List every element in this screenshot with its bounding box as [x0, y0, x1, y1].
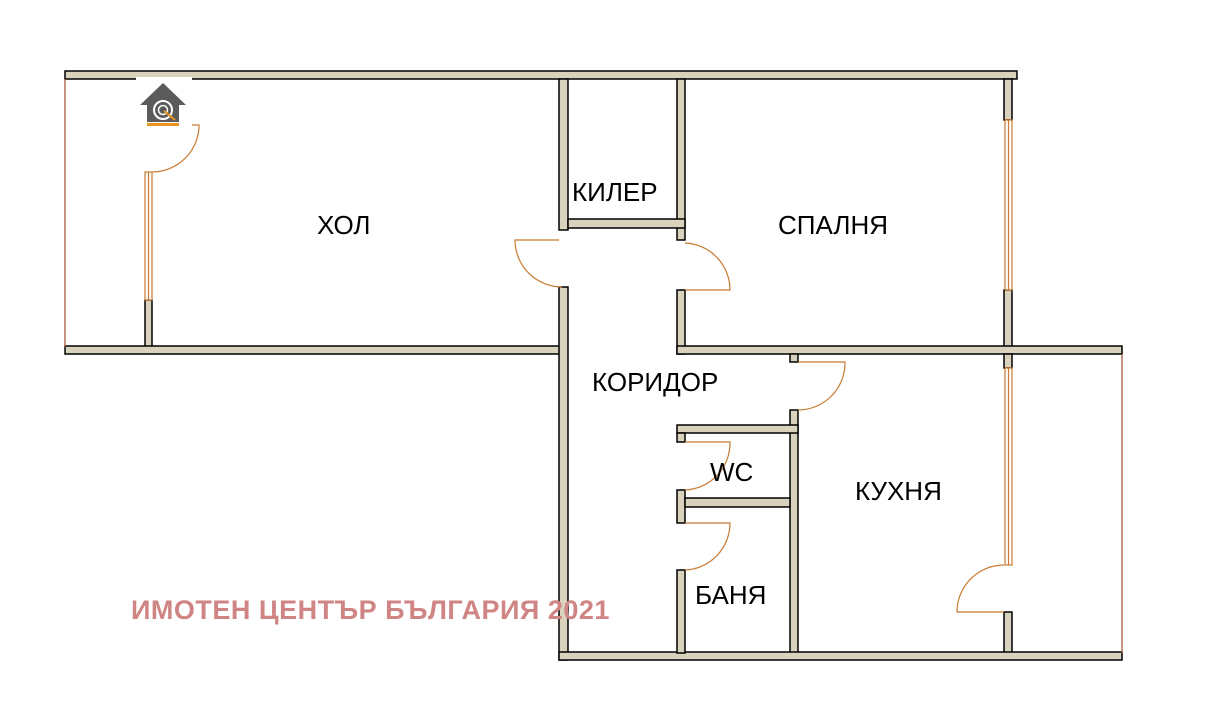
room-label-hol: ХОЛ [317, 210, 371, 240]
room-label-banya: БАНЯ [695, 580, 767, 610]
wall [676, 432, 686, 443]
wall [1003, 78, 1013, 121]
wall [789, 409, 799, 654]
wall [1003, 611, 1013, 654]
wall [676, 424, 799, 434]
walls [64, 70, 1123, 661]
wall [558, 651, 1123, 661]
room-label-wc: WC [710, 457, 754, 487]
house-target-logo [136, 77, 192, 131]
wall [1003, 353, 1013, 369]
room-label-koridor: КОРИДОР [592, 367, 719, 397]
room-label-spalnya: СПАЛНЯ [778, 210, 888, 240]
wall [676, 289, 686, 355]
wall [789, 353, 799, 363]
wall [676, 569, 686, 654]
balcony-edges [64, 79, 1123, 653]
windows [144, 119, 1013, 566]
wall [1003, 289, 1013, 355]
wall [684, 497, 791, 508]
wall [64, 70, 1018, 80]
wall [144, 299, 153, 348]
wall [676, 489, 686, 524]
wall [567, 218, 686, 229]
wall [676, 345, 1123, 355]
doors [151, 124, 1005, 613]
wall [676, 78, 686, 241]
wall [558, 78, 569, 231]
room-label-kuhnya: КУХНЯ [855, 476, 942, 506]
wall [64, 345, 566, 355]
watermark: ИМОТЕН ЦЕНТЪР БЪЛГАРИЯ 2021 [131, 595, 610, 625]
room-label-kiler: КИЛЕР [572, 177, 658, 207]
